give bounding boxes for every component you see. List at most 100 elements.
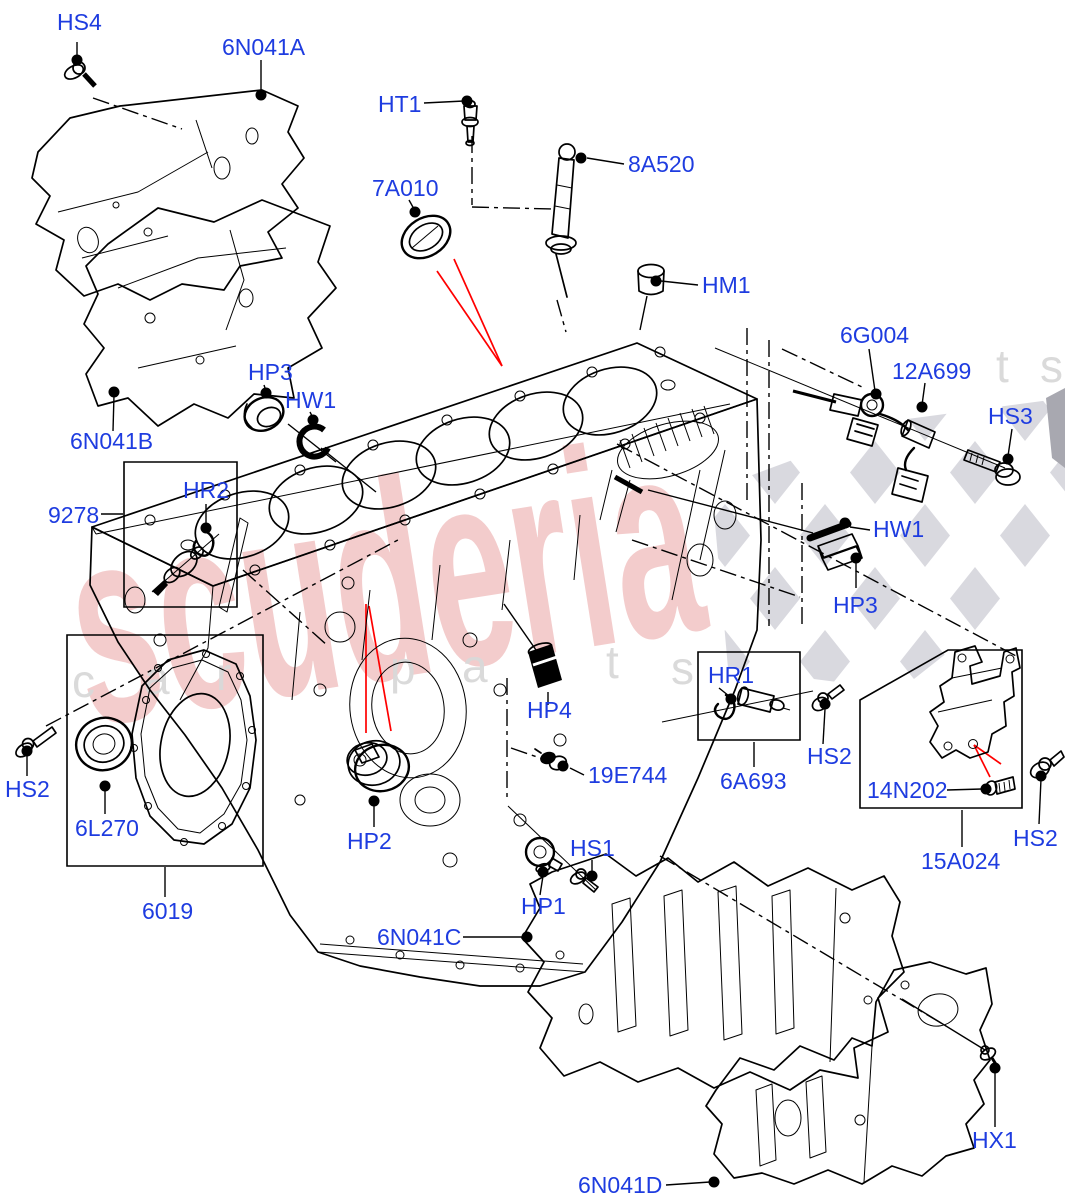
callout-dot	[870, 388, 882, 400]
part-label-6L270[interactable]: 6L270	[75, 815, 139, 841]
part-label-HP4[interactable]: HP4	[527, 697, 572, 723]
part-label-HS1[interactable]: HS1	[570, 835, 615, 861]
checkered-flag-watermark	[712, 398, 1065, 690]
dipstick-tube-8a520-icon	[545, 143, 577, 298]
sensor-hp4-icon	[527, 642, 562, 688]
leader-line	[569, 767, 585, 776]
part-label-HP1[interactable]: HP1	[521, 893, 566, 919]
rivet-hx1-icon	[979, 1045, 999, 1067]
watermark-letter: c	[72, 655, 95, 707]
part-label-6A693[interactable]: 6A693	[720, 768, 787, 794]
part-label-HS3[interactable]: HS3	[988, 403, 1033, 429]
heat-shield-6N041B-drawing	[83, 199, 337, 427]
sensor-6a693-icon	[736, 686, 791, 713]
callout-dot	[200, 522, 212, 534]
callout-dot	[461, 95, 473, 107]
watermark-letter: s	[671, 642, 694, 694]
part-label-6N041B[interactable]: 6N041B	[70, 428, 153, 454]
callout-dot	[650, 275, 662, 287]
leader-line	[287, 423, 337, 463]
callout-dot	[409, 206, 421, 218]
leader-line	[849, 526, 871, 531]
leader-line	[242, 569, 329, 647]
leader-line	[661, 690, 814, 723]
bolt-hs2-left-icon	[15, 726, 57, 758]
head-gasket-drawing	[91, 342, 758, 587]
leader-line	[507, 805, 597, 891]
callout-dot	[989, 1062, 1001, 1074]
leader-line	[112, 394, 115, 432]
callout-dot	[819, 698, 831, 710]
gasket-bolt-holes	[144, 346, 706, 576]
part-label-8A520[interactable]: 8A520	[628, 151, 695, 177]
callout-dot	[521, 931, 533, 943]
clip-hr2-icon	[192, 528, 215, 557]
callout-dot	[368, 795, 380, 807]
leader-line	[781, 348, 863, 388]
part-label-HW1-right[interactable]: HW1	[873, 516, 924, 542]
part-label-6N041D[interactable]: 6N041D	[578, 1172, 662, 1198]
leader-line	[92, 97, 183, 130]
leader-line	[556, 299, 567, 333]
leader-line	[822, 708, 826, 745]
install-plane-symbol	[218, 517, 249, 613]
heat-shield-6N041A-drawing	[31, 89, 305, 301]
part-label-7A010[interactable]: 7A010	[372, 175, 439, 201]
bracket-15a024-icon	[929, 645, 1021, 759]
leader-line	[503, 603, 537, 651]
part-label-HS2-right[interactable]: HS2	[1013, 825, 1058, 851]
leader-line	[660, 280, 699, 286]
part-label-12A699[interactable]: 12A699	[892, 358, 971, 384]
watermark-layer: scuderia carpartsts	[48, 340, 1065, 786]
part-label-HS2-mid[interactable]: HS2	[807, 743, 852, 769]
heat-shield-6N041D-drawing	[705, 961, 993, 1185]
plug-hp3-left-icon	[243, 396, 285, 432]
part-label-HR1[interactable]: HR1	[708, 662, 754, 688]
part-label-HM1[interactable]: HM1	[702, 272, 751, 298]
callout-dot	[21, 745, 33, 757]
part-label-HP3-left[interactable]: HP3	[248, 359, 293, 385]
callout-dot	[260, 387, 272, 399]
leader-line	[639, 295, 648, 331]
part-label-19E744[interactable]: 19E744	[588, 762, 668, 788]
heat-shield-6N041C-drawing	[521, 853, 905, 1091]
leader-line	[471, 206, 553, 210]
callout-dot	[980, 783, 992, 795]
part-label-6019[interactable]: 6019	[142, 898, 193, 924]
watermark-letter: a	[462, 640, 488, 692]
part-label-HP2[interactable]: HP2	[347, 828, 392, 854]
clip-12a699-icon	[891, 419, 936, 503]
watermark-letter: t	[996, 340, 1009, 392]
box-6019	[66, 634, 264, 867]
leader-line	[647, 489, 814, 534]
part-label-HS4[interactable]: HS4	[57, 9, 102, 35]
leader-line	[539, 875, 544, 896]
watermark-letter: t	[606, 636, 619, 688]
box-15A024	[859, 649, 1023, 809]
bolt-hs4-icon	[63, 61, 97, 88]
watermark-letter: p	[390, 642, 416, 694]
part-label-HT1[interactable]: HT1	[378, 91, 421, 117]
part-label-HP3-right[interactable]: HP3	[833, 592, 878, 618]
box-6A693	[697, 651, 801, 741]
part-label-6G004[interactable]: 6G004	[840, 322, 909, 348]
leader-line	[946, 788, 983, 791]
part-label-HS2-left[interactable]: HS2	[5, 776, 50, 802]
leader-lines-layer	[26, 42, 1042, 1186]
bolt-hs2-right-icon	[1029, 750, 1065, 779]
bolt-hs3-icon	[963, 449, 1021, 486]
leader-line	[453, 258, 503, 367]
callout-dot	[1035, 770, 1047, 782]
leader-line	[665, 1181, 711, 1186]
part-label-6N041C[interactable]: 6N041C	[377, 924, 461, 950]
callout-dot	[586, 870, 598, 882]
part-label-HW1-left[interactable]: HW1	[285, 387, 336, 413]
part-label-HX1[interactable]: HX1	[972, 1127, 1017, 1153]
part-label-HR2[interactable]: HR2	[183, 477, 229, 503]
plug-hm1-icon	[637, 263, 665, 296]
part-label-15A024[interactable]: 15A024	[921, 848, 1001, 874]
part-label-14N202[interactable]: 14N202	[867, 777, 948, 803]
part-group-boxes	[66, 461, 1023, 867]
part-label-9278[interactable]: 9278	[48, 502, 99, 528]
part-label-6N041A[interactable]: 6N041A	[222, 34, 306, 60]
